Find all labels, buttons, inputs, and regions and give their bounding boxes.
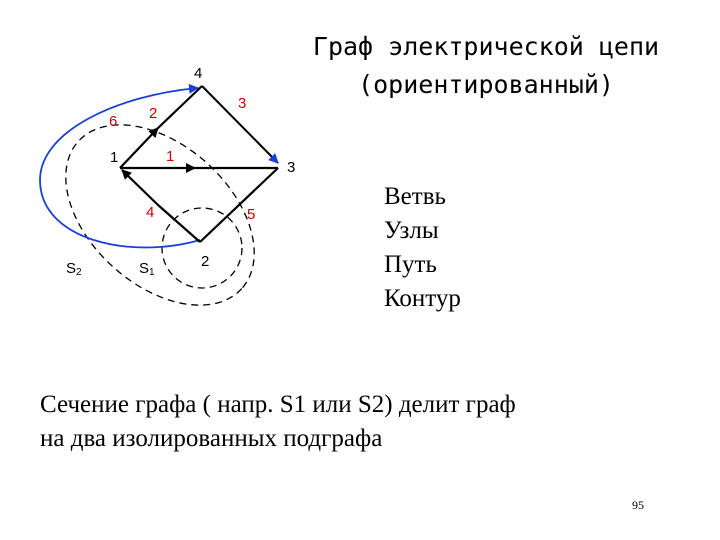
term-item: Контур	[384, 285, 461, 312]
cut-s2	[65, 124, 255, 306]
page-number: 95	[632, 498, 644, 512]
branch-5-label: 5	[247, 206, 255, 223]
branch-2-label: 2	[149, 105, 157, 122]
branch-3-label: 3	[238, 95, 246, 112]
term-item: Путь	[384, 251, 437, 278]
branch-4-edge-arrow	[121, 169, 159, 206]
term-item: Ветвь	[384, 183, 446, 210]
node-2-label: 2	[201, 253, 209, 270]
cut-definition-line1: Сечение графа ( напр. S1 или S2) делит г…	[40, 391, 516, 418]
cut-s1	[161, 207, 243, 289]
cut-definition-line2: на два изолированных подграфа	[40, 425, 383, 452]
branch-5-edge	[199, 167, 279, 243]
cut-s2-label: S2	[66, 260, 82, 278]
slide-title: Граф электрической цепи (ориентированный…	[276, 28, 696, 104]
branch-4-edge	[157, 204, 201, 243]
node-1-label: 1	[110, 149, 118, 166]
branch-3-edge	[201, 85, 279, 164]
branch-1-label: 1	[166, 148, 174, 165]
cut-s1-label: S1	[139, 260, 155, 278]
node-4-label: 4	[194, 65, 202, 82]
terms-list: Ветвь Узлы Путь Контур	[384, 180, 461, 316]
slide-title-line1: Граф электрической цепи	[312, 32, 660, 61]
branch-4-label: 4	[146, 204, 154, 221]
branch-2-edge-rest	[157, 85, 203, 129]
slide-title-line2: (ориентированный)	[358, 70, 614, 99]
term-item: Узлы	[384, 217, 439, 244]
branch-6-label: 6	[109, 113, 117, 130]
cut-definition-text: Сечение графа ( напр. S1 или S2) делит г…	[40, 388, 700, 456]
branch-2-edge	[119, 127, 159, 169]
branch-6-arc	[39, 83, 201, 249]
node-3-label: 3	[287, 159, 295, 176]
